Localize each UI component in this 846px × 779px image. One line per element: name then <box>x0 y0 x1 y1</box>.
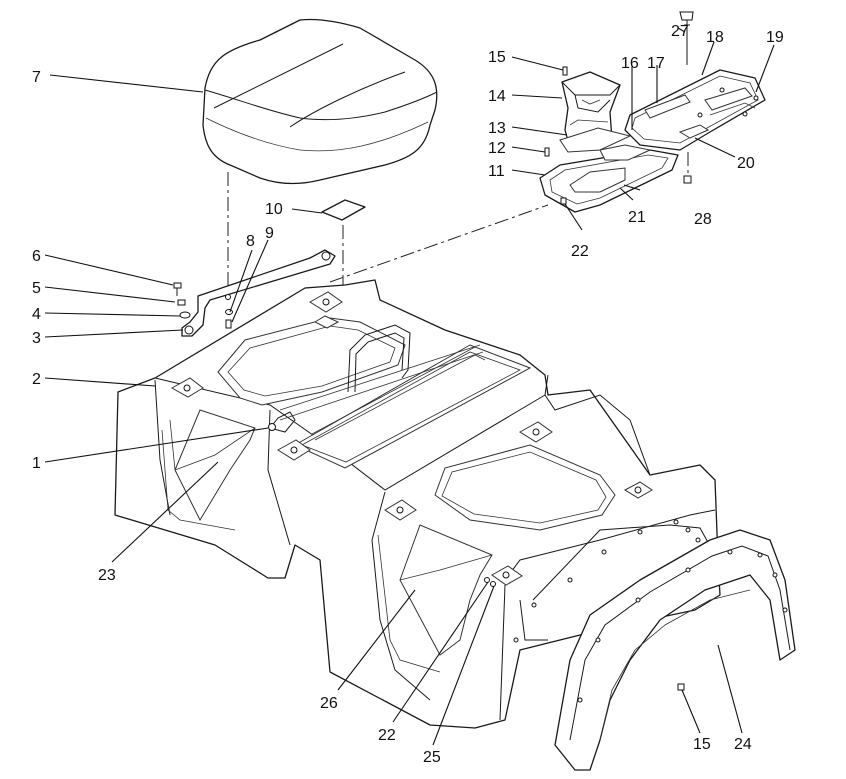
seat-cushion <box>202 18 438 185</box>
callout-6: 6 <box>32 248 41 265</box>
callout-21: 21 <box>628 209 646 226</box>
mounting-bracket <box>173 249 336 337</box>
callout-22-bottom: 22 <box>378 727 396 744</box>
callout-19: 19 <box>766 29 784 46</box>
callout-3: 3 <box>32 330 41 347</box>
callout-23: 23 <box>98 567 116 584</box>
callout-4: 4 <box>32 306 41 323</box>
decal <box>321 199 366 221</box>
callout-25: 25 <box>423 749 441 766</box>
callout-2: 2 <box>32 371 41 388</box>
callout-8: 8 <box>246 233 255 250</box>
callout-14: 14 <box>488 88 506 105</box>
callout-7: 7 <box>32 69 41 86</box>
callout-labels: 7 6 5 4 3 2 1 23 10 8 9 26 22 25 15 24 1… <box>32 23 784 766</box>
callout-24: 24 <box>734 736 752 753</box>
callout-11: 11 <box>488 163 505 180</box>
callout-13: 13 <box>488 120 506 137</box>
callout-1: 1 <box>32 455 41 472</box>
callout-27: 27 <box>671 23 689 40</box>
control-panel-assembly <box>539 11 766 213</box>
callout-10: 10 <box>265 201 283 218</box>
callout-15-top: 15 <box>488 49 506 66</box>
leader-lines <box>44 27 775 746</box>
callout-18: 18 <box>706 29 724 46</box>
fender-housing <box>114 279 721 729</box>
callout-17: 17 <box>647 55 665 72</box>
callout-15-bottom: 15 <box>693 736 711 753</box>
callout-26: 26 <box>320 695 338 712</box>
fender-flap <box>554 529 796 771</box>
callout-9: 9 <box>265 225 274 242</box>
callout-5: 5 <box>32 280 41 297</box>
callout-28: 28 <box>694 211 712 228</box>
callout-22-top: 22 <box>571 243 589 260</box>
callout-12: 12 <box>488 140 506 157</box>
callout-20: 20 <box>737 155 755 172</box>
callout-16: 16 <box>621 55 639 72</box>
